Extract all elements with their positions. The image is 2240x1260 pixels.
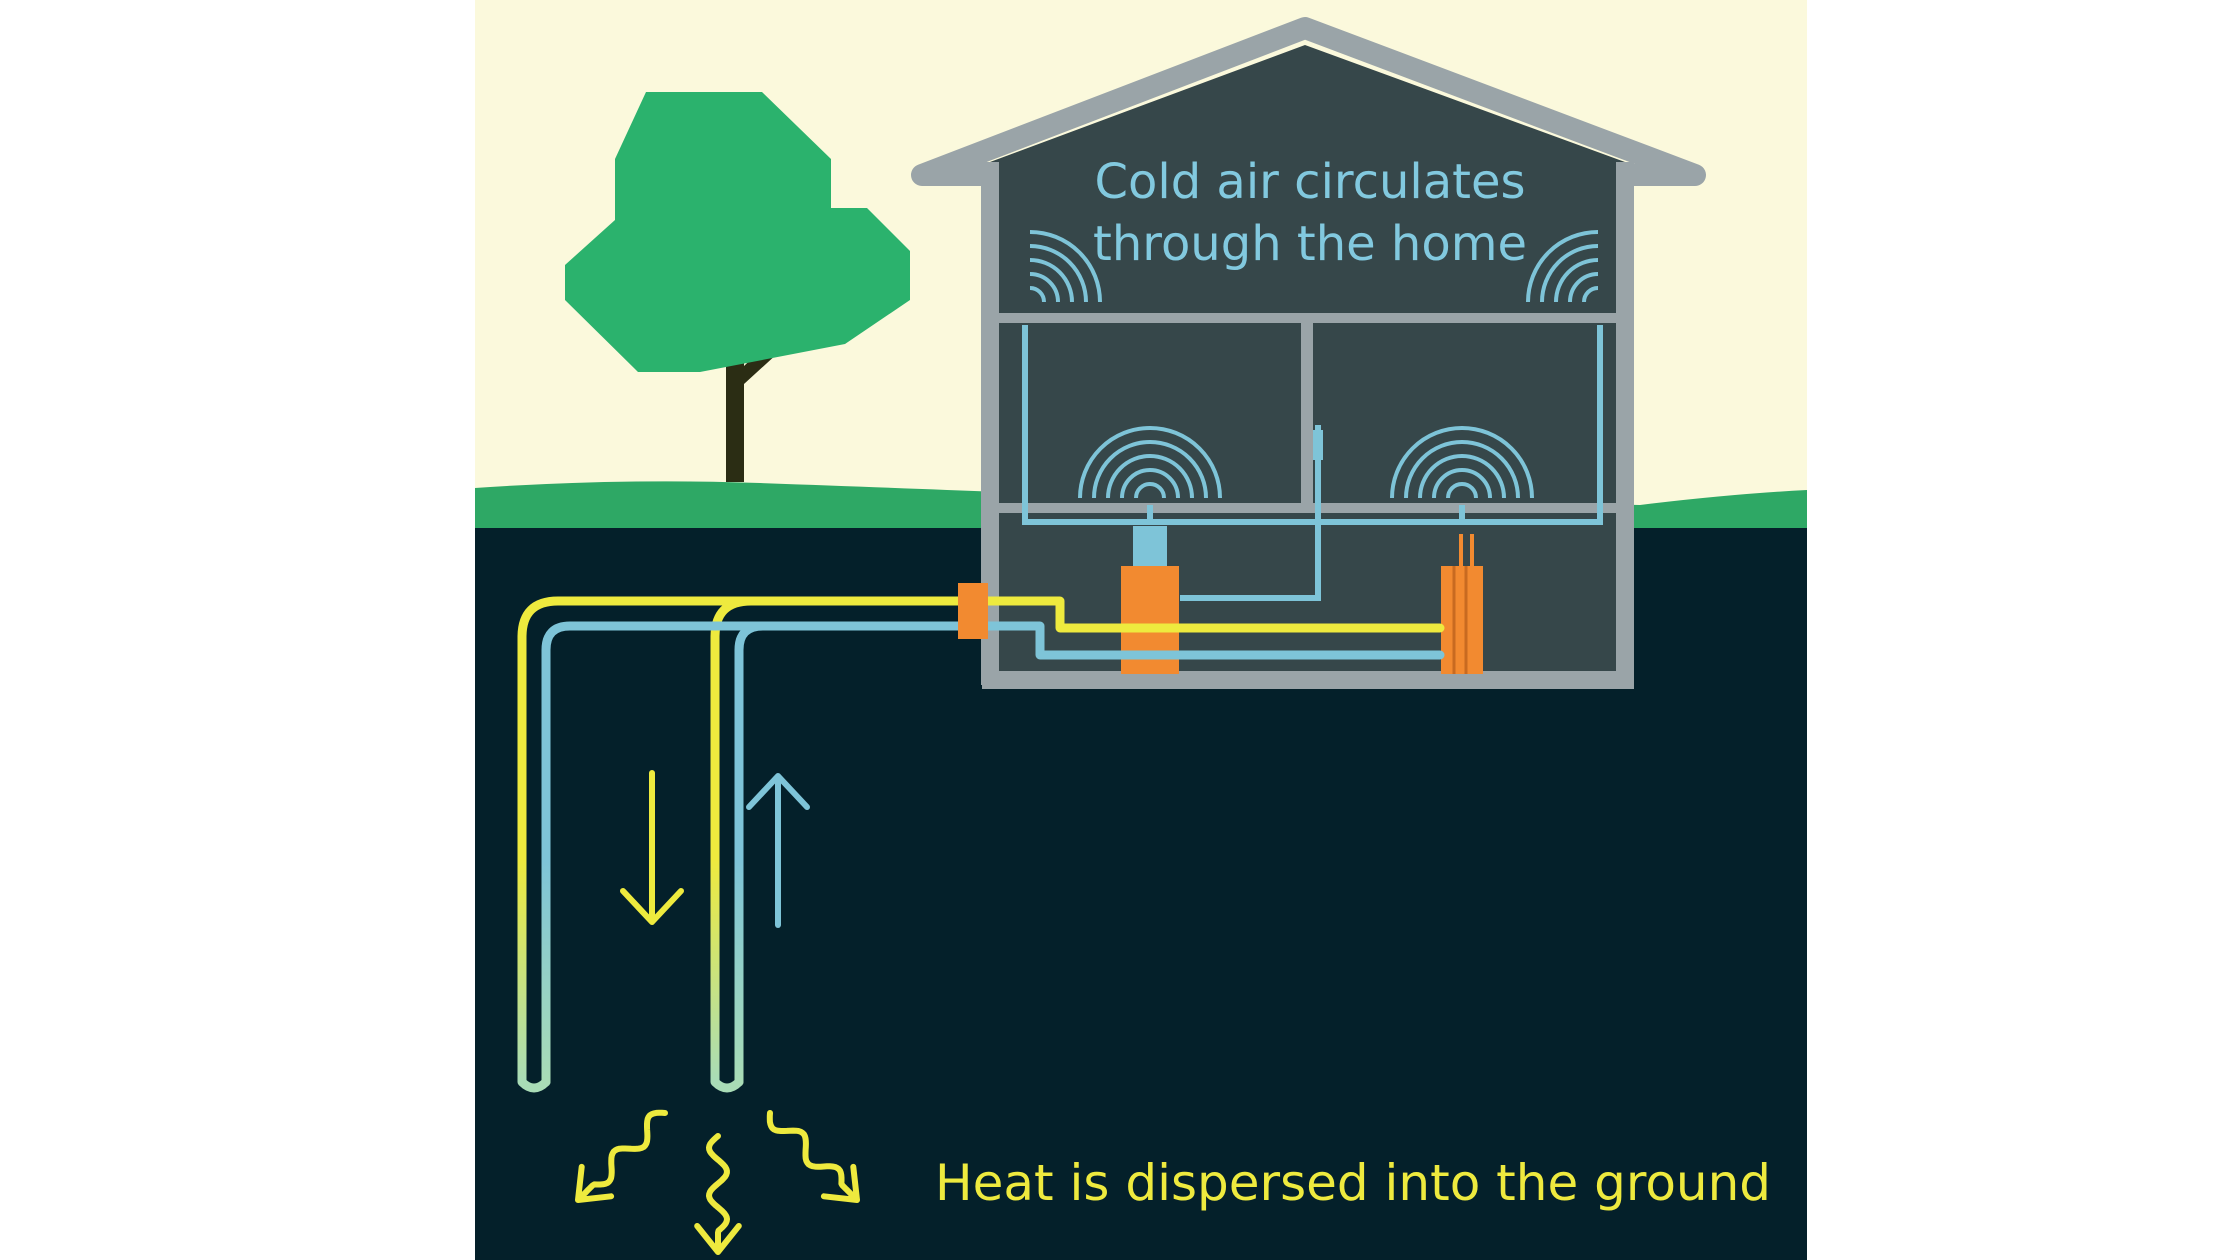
- air-vents: [1029, 230, 1599, 499]
- house-caption-line1: Cold air circulates: [1094, 154, 1525, 210]
- ground-loop-pipes: [517, 596, 1445, 1093]
- vent-wave: [1029, 258, 1074, 303]
- vent-wave: [1092, 440, 1208, 499]
- vent-wave: [1120, 468, 1180, 499]
- tree: [565, 92, 910, 482]
- vent-wave: [1029, 244, 1088, 303]
- vent-wave: [1526, 230, 1599, 303]
- outer-loop-cold: [541, 621, 965, 863]
- air-vent-icon: [1526, 230, 1599, 303]
- squiggly-heat-arrow-icon: [766, 1110, 860, 1203]
- vent-wave: [1432, 468, 1492, 499]
- air-vent-icon: [1078, 426, 1222, 499]
- air-handler-duct: [1133, 526, 1167, 566]
- heat-dispersal-arrows: [575, 1109, 860, 1255]
- vent-wave: [1404, 440, 1520, 499]
- pipe-connector: [958, 583, 988, 639]
- vent-wave: [1029, 286, 1046, 303]
- air-vent-icon: [1390, 426, 1534, 499]
- vent-wave: [1134, 482, 1166, 499]
- vent-wave: [1106, 454, 1194, 499]
- vent-wave: [1390, 426, 1534, 499]
- air-ducts: [1022, 325, 1603, 601]
- house: [911, 17, 1706, 689]
- arrow-down-icon: [620, 770, 684, 925]
- vent-wave: [1418, 454, 1506, 499]
- vent-wave: [1582, 286, 1599, 303]
- squiggly-heat-arrow-icon: [575, 1109, 668, 1203]
- vent-wave: [1029, 230, 1102, 303]
- house-caption-line2: through the home: [1093, 216, 1527, 272]
- vent-wave: [1554, 258, 1599, 303]
- tree-foliage: [565, 92, 910, 372]
- air-handler-unit: [1441, 566, 1483, 674]
- vent-wave: [1078, 426, 1222, 499]
- arrow-up-icon: [746, 773, 810, 928]
- outer-loop-hot: [517, 596, 965, 863]
- vent-wave: [1446, 482, 1478, 499]
- air-vent-icon: [1029, 230, 1102, 303]
- vent-wave: [1568, 272, 1599, 303]
- squiggly-heat-arrow-icon: [694, 1133, 742, 1255]
- ground-caption: Heat is dispersed into the ground: [935, 1154, 1771, 1212]
- vent-wave: [1029, 272, 1060, 303]
- vent-wave: [1540, 244, 1599, 303]
